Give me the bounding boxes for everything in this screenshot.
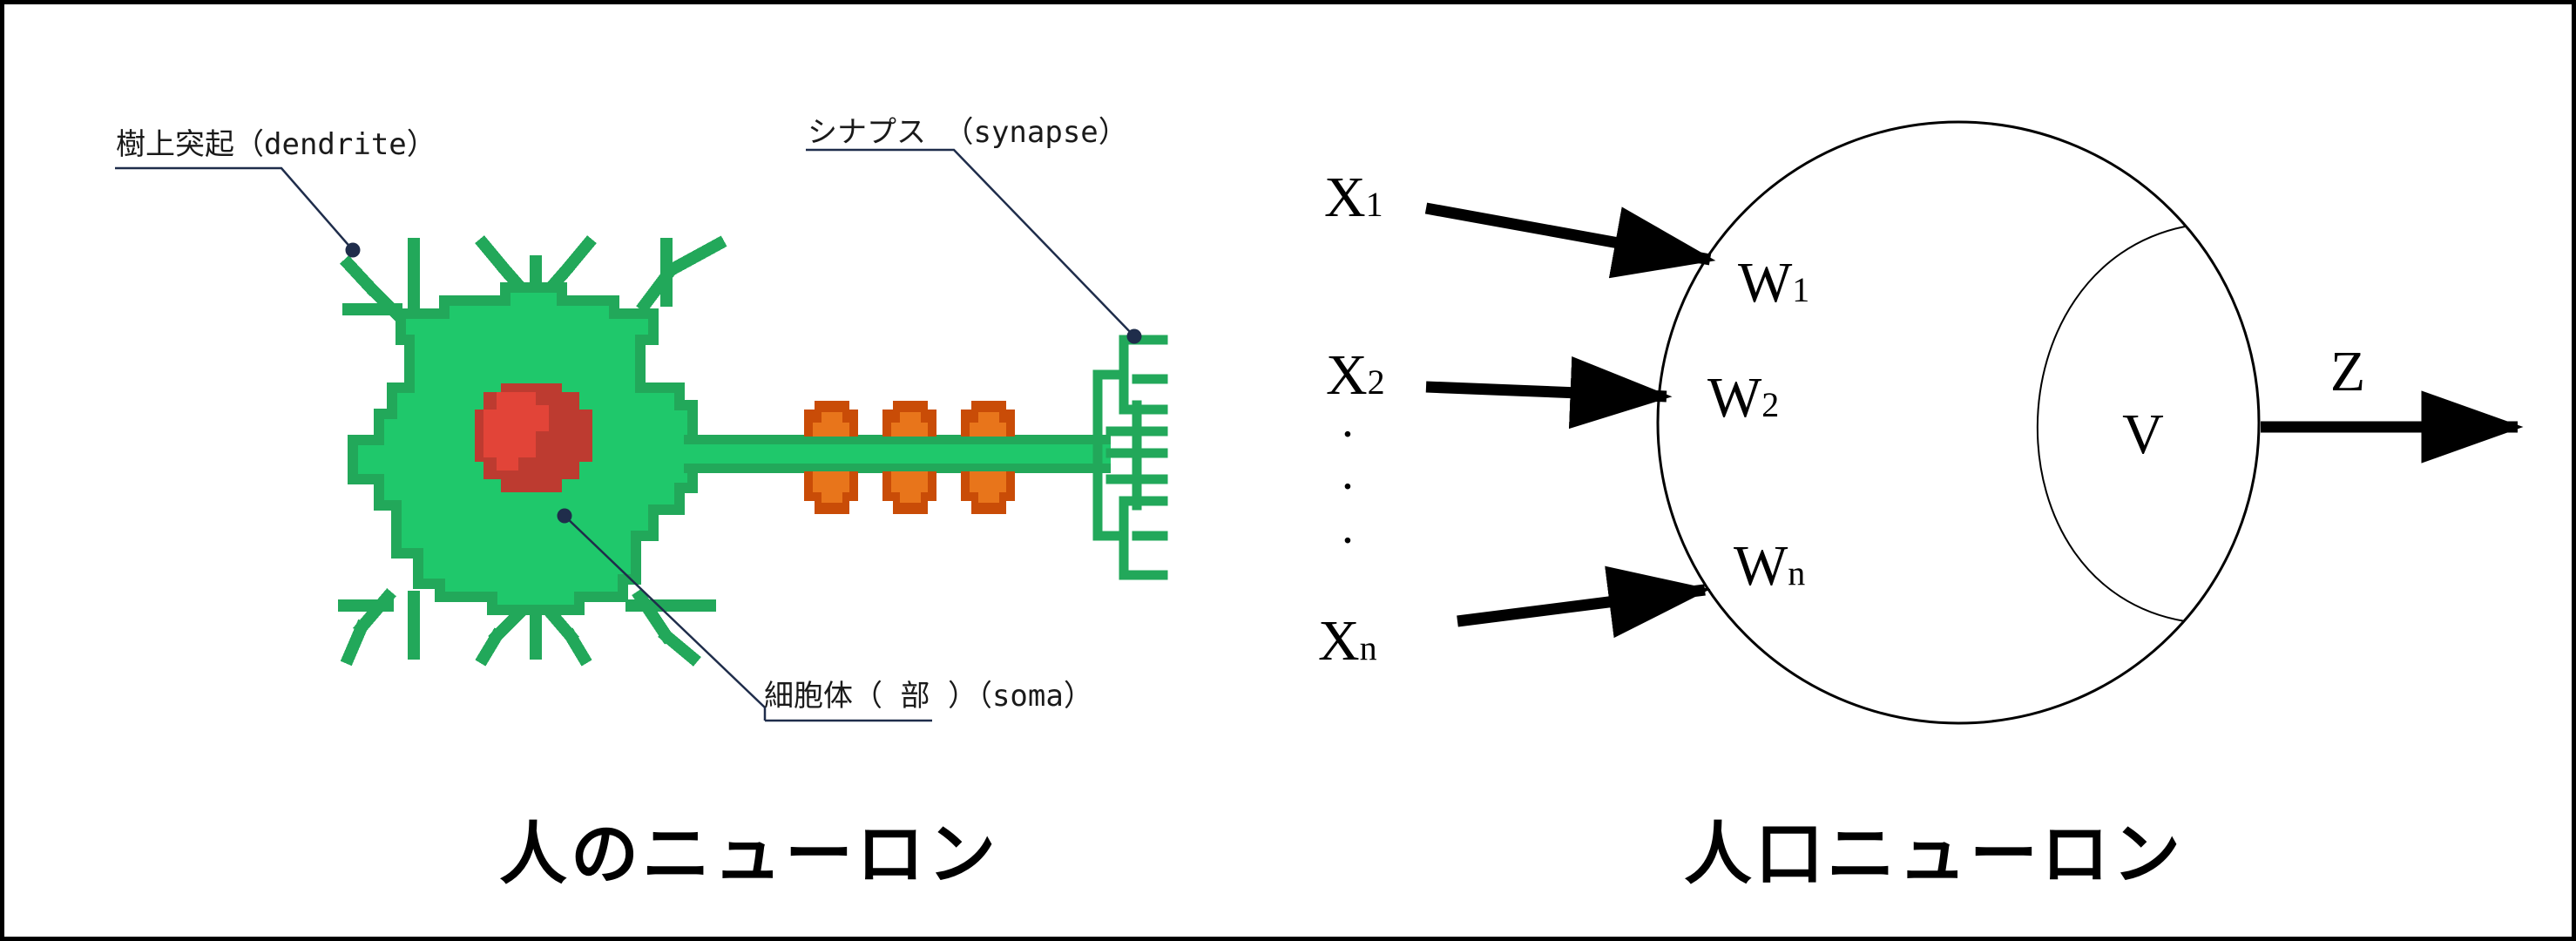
input-arrow-2 <box>1425 356 1673 430</box>
input-xn: Xn <box>1318 609 1377 673</box>
input-arrow-n <box>1457 565 1711 639</box>
synapse-terminal <box>1092 335 1168 580</box>
input-x2: X2 <box>1326 343 1385 407</box>
input-arrow-1 <box>1424 202 1716 279</box>
nucleus <box>475 383 592 492</box>
input-x1: X1 <box>1324 166 1383 229</box>
dendrite-branches <box>338 235 727 667</box>
artificial-neuron-panel: X1 X2 Xn · · · W1 W2 Wn V Z 人口ニューロ <box>1318 120 2524 894</box>
input-arrows <box>1424 202 1716 639</box>
dendrite-label: 樹上突起（dendrite） <box>116 127 436 162</box>
activation-arc <box>2037 226 2186 622</box>
biological-neuron-panel: 樹上突起（dendrite） シナプス （synapse） 細胞体（ 部 ）（s… <box>115 115 1168 894</box>
weight-w2: W2 <box>1707 366 1779 430</box>
pixel-neuron-icon <box>338 235 1168 667</box>
biological-neuron-title: 人のニューロン <box>499 816 999 894</box>
soma-label: 細胞体（ 部 ）（soma） <box>764 679 1093 714</box>
ellipsis-dot-1: · <box>1340 408 1356 462</box>
ellipsis-dot-3: · <box>1340 514 1356 568</box>
callout-dots <box>345 242 1142 524</box>
output-label-z: Z <box>2330 340 2365 403</box>
weight-wn: Wn <box>1734 534 1805 598</box>
synapse-label: シナプス （synapse） <box>808 115 1128 150</box>
ellipsis-dot-2: · <box>1340 460 1356 514</box>
callout-leaders <box>115 148 1135 722</box>
weight-w1: W1 <box>1738 251 1809 315</box>
activation-label-v: V <box>2122 403 2164 466</box>
artificial-neuron-title: 人口ニューロン <box>1684 816 2184 894</box>
